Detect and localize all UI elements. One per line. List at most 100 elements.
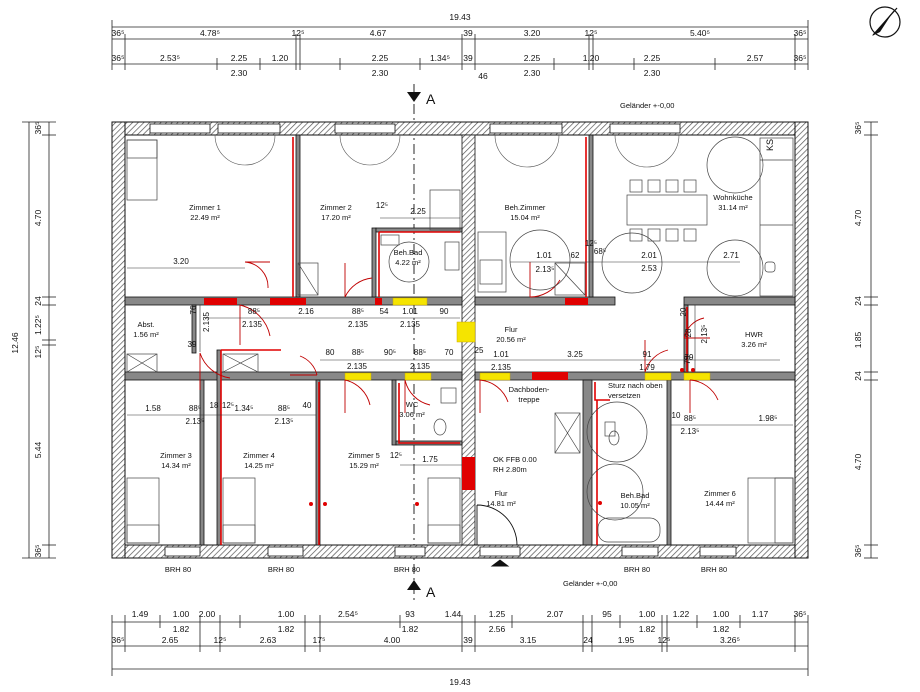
top-dimension: 1.20 <box>272 53 289 63</box>
interior-dimension: 2.135 <box>242 320 263 329</box>
ks-label: KS <box>765 139 775 151</box>
top-dimension: 12⁵ <box>292 28 305 38</box>
bottom-dimension: 1.22 <box>673 609 690 619</box>
interior-dimension: 88⁵ <box>684 414 696 423</box>
interior-dimension: 18 <box>210 401 219 410</box>
room-area: 17.20 m² <box>321 213 351 222</box>
top-dimension: 2.25 <box>372 53 389 63</box>
section-mark-top: A <box>426 91 436 107</box>
right-dimension: 4.70 <box>853 209 863 226</box>
bottom-dimension: 3.26⁵ <box>720 635 740 645</box>
interior-dimension: 90 <box>440 307 449 316</box>
overall-height: 12.46 <box>10 332 20 354</box>
interior-walls <box>124 134 796 546</box>
right-dimension: 24 <box>853 371 863 381</box>
window-arcs <box>214 134 680 168</box>
interior-dimension: 10 <box>672 411 681 420</box>
top-dimension: 12⁵ <box>585 28 598 38</box>
top-dimension: 39 <box>463 28 473 38</box>
interior-dimension: 54 <box>380 307 389 316</box>
interior-dimension: 1.01 <box>493 350 509 359</box>
top-dimension: 2.53⁵ <box>160 53 180 63</box>
interior-dimension: 68⁵ <box>594 247 606 256</box>
interior-dimension: 2.13⁵ <box>536 265 555 274</box>
room-name: Zimmer 6 <box>704 489 736 498</box>
room-area: 31.14 m² <box>718 203 748 212</box>
bottom-dimension: 1.82 <box>402 624 419 634</box>
bottom-dimension: 12⁵ <box>658 635 671 645</box>
right-dimension: 36⁵ <box>853 545 863 558</box>
room-area: 3.26 m² <box>741 340 767 349</box>
floor-level: RH 2.80m <box>493 465 527 474</box>
interior-dimension: 2.135 <box>348 320 369 329</box>
interior-dimension: 90⁵ <box>384 348 396 357</box>
top-dimension: 2.30 <box>231 68 248 78</box>
bottom-dimension: 95 <box>602 609 612 619</box>
room-area: 14.81 m² <box>486 499 516 508</box>
top-dimension: 2.57 <box>747 53 764 63</box>
interior-dimension: 2.135 <box>400 320 421 329</box>
interior-dimension: 2.71 <box>723 251 739 260</box>
top-dimension: 5.40⁵ <box>690 28 710 38</box>
interior-dimension: 2.135 <box>347 362 368 371</box>
interior-dimension: 2.135 <box>202 311 211 332</box>
interior-dimension: 1.79 <box>639 363 655 372</box>
room-name: Zimmer 5 <box>348 451 380 460</box>
interior-dimension: 2.25 <box>410 207 426 216</box>
interior-dimension: 25 <box>475 346 484 355</box>
left-dimension: 5.44 <box>33 441 43 458</box>
bottom-dimension: 93 <box>405 609 415 619</box>
sill-height-label: BRH 80 <box>165 565 191 574</box>
left-dimension: 12⁵ <box>33 346 43 359</box>
interior-dimension: 2.01 <box>641 251 657 260</box>
room-area: 14.25 m² <box>244 461 274 470</box>
right-dimension: 24 <box>853 296 863 306</box>
top-dimension: 36⁵ <box>794 28 807 38</box>
left-dimension: 36⁵ <box>33 545 43 558</box>
interior-dimension: 1.98⁵ <box>759 414 778 423</box>
room-area: 20.56 m² <box>496 335 526 344</box>
bottom-dimension: 1.17 <box>752 609 769 619</box>
bottom-dimension: 36⁵ <box>112 635 125 645</box>
interior-dimension: 88⁵ <box>248 307 260 316</box>
bottom-dimension: 36⁵ <box>794 609 807 619</box>
bottom-dimension: 39 <box>463 635 473 645</box>
interior-dimension: 2.13⁵ <box>681 427 700 436</box>
top-dimension: 4.67 <box>370 28 387 38</box>
room-name: Flur <box>505 325 518 334</box>
top-dimension: 2.25 <box>231 53 248 63</box>
interior-dimension: 3.20 <box>173 257 189 266</box>
top-dimension: 2.30 <box>644 68 661 78</box>
interior-dimension: 12⁵ <box>376 201 388 210</box>
interior-dimension: 1.75 <box>422 455 438 464</box>
bottom-dimension: 2.00 <box>199 609 216 619</box>
doors <box>199 261 719 413</box>
overall-width-bottom: 19.43 <box>449 677 471 687</box>
bottom-dimension: 4.00 <box>384 635 401 645</box>
railing-bottom-label: Geländer +-0,00 <box>563 579 617 588</box>
bottom-dimension: 2.63 <box>260 635 277 645</box>
bottom-dimension: 24 <box>583 635 593 645</box>
interior-dimension: 20 <box>679 307 688 316</box>
room-area: 15.29 m² <box>349 461 379 470</box>
top-dimension: 36⁵ <box>794 53 807 63</box>
north-arrow-icon <box>869 6 901 38</box>
bottom-dimension: 1.49 <box>132 609 149 619</box>
stair-label: Dachboden- <box>509 385 550 394</box>
room-name: Beh.Bad <box>621 491 650 500</box>
room-name: Flur <box>495 489 508 498</box>
top-dimension: 36⁵ <box>112 53 125 63</box>
main-entry-door <box>476 504 518 567</box>
bottom-dimension: 1.44 <box>445 609 462 619</box>
bottom-dimension: 3.15 <box>520 635 537 645</box>
bottom-dimension: 2.65 <box>162 635 179 645</box>
top-dimension: 2.25 <box>524 53 541 63</box>
overall-width-top: 19.43 <box>449 12 471 22</box>
top-dimension: 4.78⁵ <box>200 28 220 38</box>
room-area: 15.04 m² <box>510 213 540 222</box>
stair-label: treppe <box>518 395 539 404</box>
left-dimension: 24 <box>33 296 43 306</box>
interior-dimension: 88⁵ <box>352 307 364 316</box>
room-area: 4.22 m² <box>395 258 421 267</box>
interior-dimension: 28 <box>684 328 693 337</box>
